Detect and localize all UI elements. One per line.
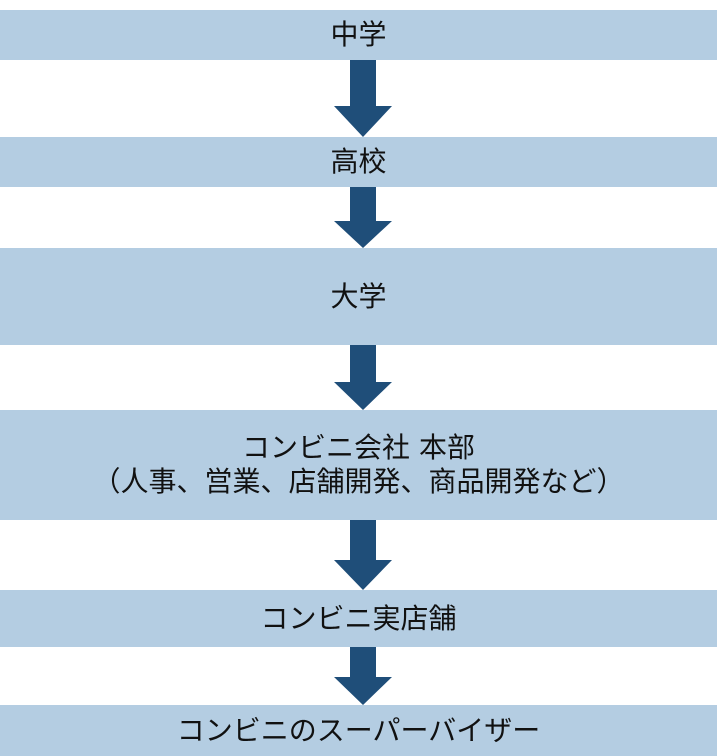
stage-convenience-hq: コンビニ会社 本部 （人事、営業、店舗開発、商品開発など） bbox=[0, 410, 717, 520]
stage-label: 大学 bbox=[330, 279, 387, 313]
stage-convenience-store: コンビニ実店舗 bbox=[0, 590, 717, 647]
stage-university: 大学 bbox=[0, 248, 717, 345]
stage-label: コンビニ会社 本部 bbox=[242, 431, 475, 464]
arrow-shape bbox=[334, 60, 392, 137]
stage-label: コンビニのスーパーバイザー bbox=[176, 713, 541, 747]
arrow-down-icon bbox=[334, 60, 392, 137]
stage-supervisor: コンビニのスーパーバイザー bbox=[0, 705, 717, 756]
stage-label: 高校 bbox=[330, 145, 387, 178]
arrow-down-icon bbox=[334, 520, 392, 590]
arrow-shape bbox=[334, 647, 392, 705]
arrow-down-icon bbox=[334, 345, 392, 410]
arrow-shape bbox=[334, 345, 392, 410]
arrow-down-icon bbox=[334, 187, 392, 248]
stage-junior-high: 中学 bbox=[0, 10, 717, 60]
stage-sublabel: （人事、営業、店舗開発、商品開発など） bbox=[92, 465, 625, 498]
stage-high-school: 高校 bbox=[0, 137, 717, 187]
arrow-shape bbox=[334, 187, 392, 248]
stage-label: 中学 bbox=[330, 18, 387, 51]
stage-label: コンビニ実店舗 bbox=[260, 601, 457, 635]
arrow-shape bbox=[334, 520, 392, 590]
arrow-down-icon bbox=[334, 647, 392, 705]
